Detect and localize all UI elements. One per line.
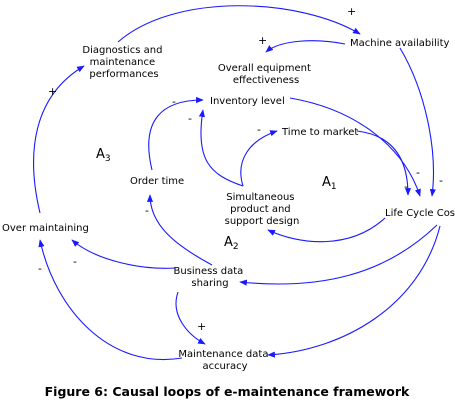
arrow-order-time-to-inventory-level (148, 96, 204, 171)
arrow-simultaneous-to-inventory-level (198, 109, 244, 187)
node-order-time: Order time (130, 176, 184, 187)
arrow-simultaneous-to-time-to-market (240, 130, 278, 187)
sign-machine-to-oee: + (258, 34, 267, 47)
node-time-to-market: Time to market (281, 127, 358, 138)
arrow-time-to-market-to-life-cycle-cost (356, 130, 412, 196)
loop-label-a2: A2 (224, 235, 239, 252)
arrow-machine-availability-to-oee (265, 40, 346, 53)
node-diagnostics: Diagnostics and maintenance performances (82, 45, 165, 80)
figure-caption: Figure 6: Causal loops of e-maintenance … (45, 384, 410, 399)
sign-mda-to-over: - (38, 262, 42, 275)
node-labels: Diagnostics and maintenance performances… (2, 38, 455, 372)
arrow-life-cycle-cost-to-business-data-sharing (239, 224, 438, 286)
node-over-maintaining: Over maintaining (2, 223, 89, 234)
node-machine-availability: Machine availability (350, 38, 450, 49)
loop-label-a3: A3 (96, 147, 111, 164)
sign-simul-to-ttm: - (257, 123, 261, 136)
sign-diag-to-machine: + (347, 5, 356, 18)
sign-machine-to-lcc: - (439, 174, 443, 187)
node-life-cycle-cost: Life Cycle Cost (385, 208, 455, 219)
arrow-life-cycle-cost-to-maintenance-data-accuracy (267, 225, 441, 358)
node-maintenance-data-accuracy: Maintenance data accuracy (178, 349, 271, 372)
sign-simul-to-inventory: - (188, 112, 192, 125)
node-simultaneous-design: Simultaneous product and support design (225, 192, 300, 227)
sign-business-to-order: - (145, 204, 149, 217)
sign-business-to-over: - (73, 255, 77, 268)
loop-label-a1: A1 (322, 175, 337, 192)
arrow-business-data-sharing-to-maintenance-data-accuracy (175, 291, 206, 345)
sign-business-to-mda: + (197, 320, 206, 333)
arrow-life-cycle-cost-to-simultaneous (267, 217, 386, 243)
arrow-maintenance-data-accuracy-to-over-maintaining (38, 239, 183, 360)
arrow-over-maintaining-to-diagnostics (33, 65, 85, 214)
polarity-signs: + + + - - - - - - - - - + (38, 5, 443, 333)
arrow-diagnostics-to-machine-availability (117, 5, 361, 43)
node-inventory-level: Inventory level (210, 96, 285, 107)
sign-ttm-to-lcc: - (404, 180, 408, 193)
causal-arrows (33, 5, 441, 360)
node-business-data-sharing: Business data sharing (174, 266, 247, 289)
sign-order-to-inventory: - (172, 95, 176, 108)
arrow-business-data-sharing-to-order-time (146, 194, 213, 266)
node-oee: Overall equipment effectiveness (218, 63, 314, 86)
sign-inventory-to-lcc: - (416, 166, 420, 179)
arrow-business-data-sharing-to-over-maintaining (71, 239, 176, 269)
arrow-inventory-level-to-life-cycle-cost (289, 97, 421, 197)
arrow-machine-availability-to-life-cycle-cost (399, 47, 436, 197)
sign-over-to-diag: + (48, 85, 57, 98)
loop-labels: A3 A1 A2 (96, 147, 337, 252)
